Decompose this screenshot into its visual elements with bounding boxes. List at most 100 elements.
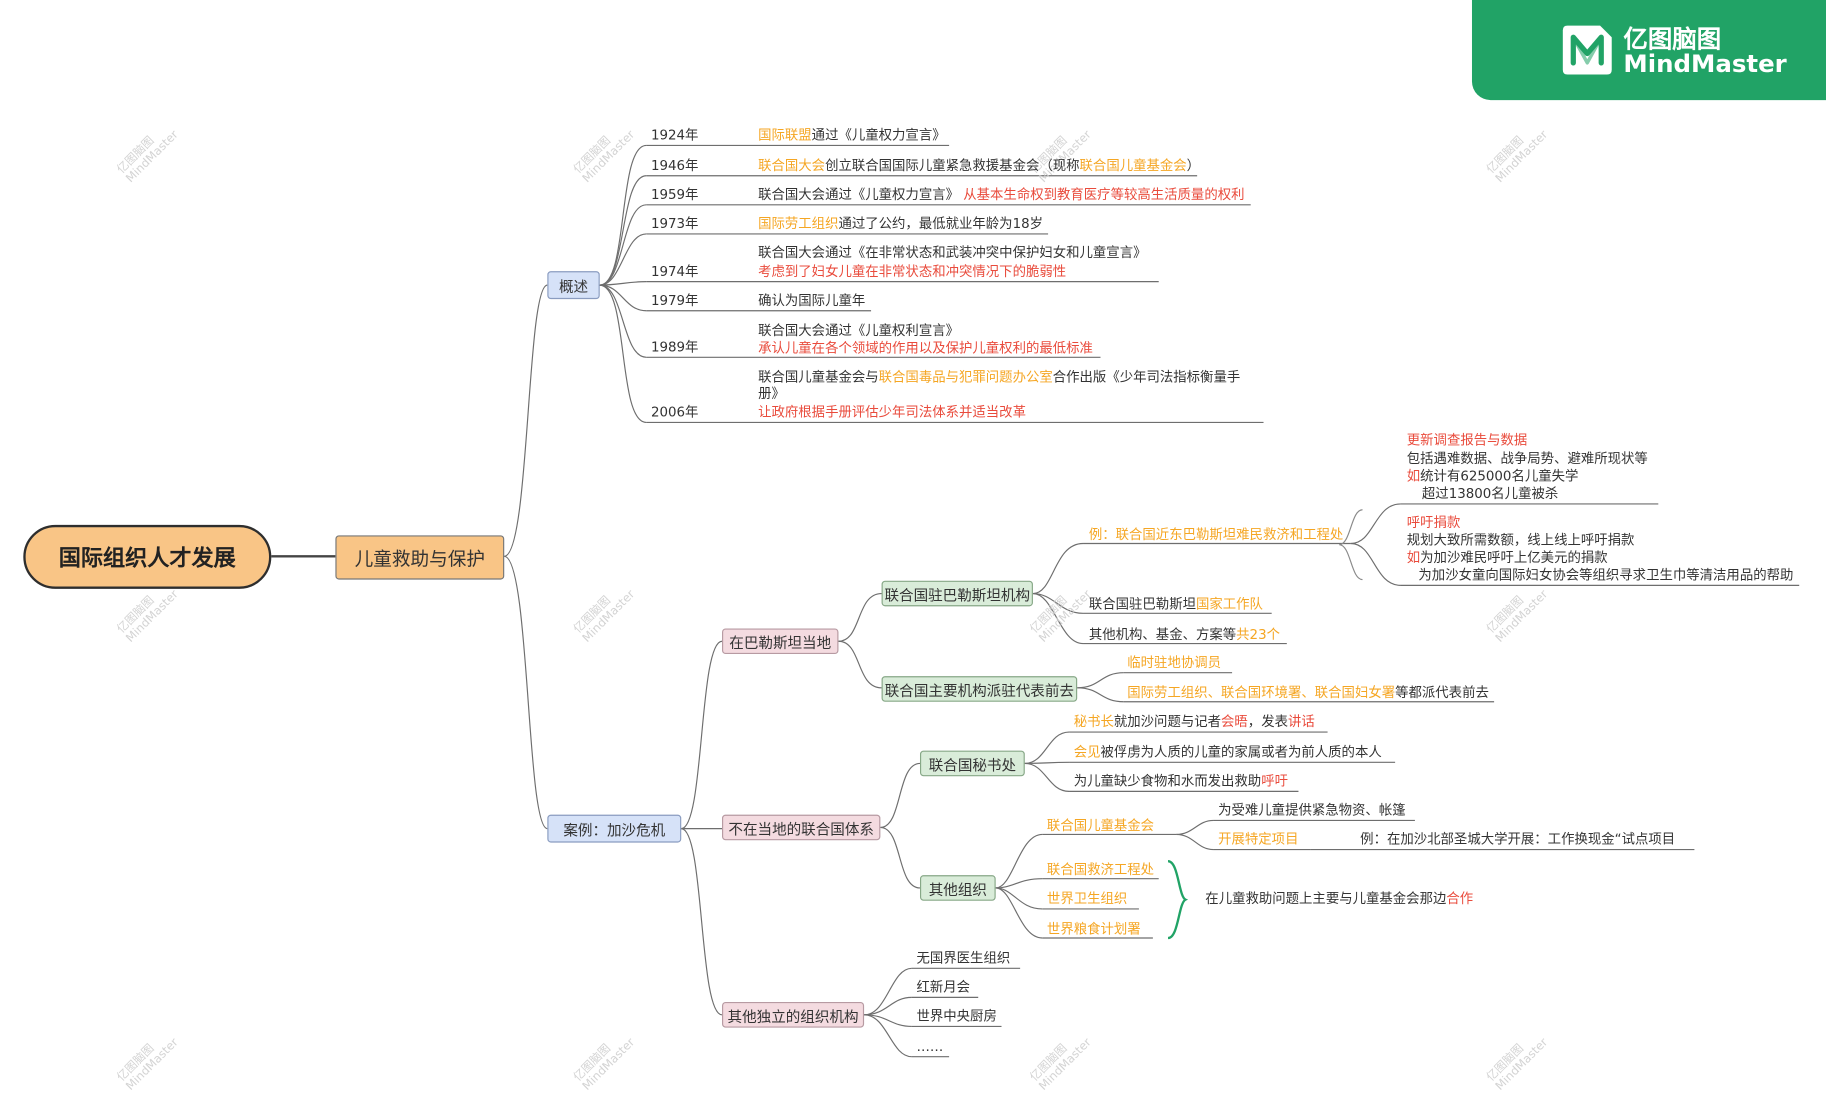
brand-name-cn: 亿图脑图 — [1623, 25, 1722, 54]
independent-node[interactable]: 其他独立的组织机构 — [722, 1002, 865, 1028]
text-run: 为受难儿童提供紧急物资、帐篷 — [1218, 801, 1406, 819]
group-org: 世界卫生组织 — [1047, 890, 1127, 906]
text-run: 其他机构、基金、方案等 — [1088, 626, 1237, 643]
unicef-projects: 开展特定项目 — [1218, 831, 1298, 847]
overview-event: 联合国大会通过《儿童权利宣言》 — [758, 322, 959, 338]
unicef-supply: 为受难儿童提供紧急物资、帐篷 — [1218, 802, 1405, 818]
group-org: 世界粮食计划署 — [1047, 921, 1141, 937]
text-run: 讲话 — [1287, 713, 1315, 730]
report-line: 超过13800名儿童被杀 — [1422, 485, 1558, 501]
unicef-example: 例：在加沙北部圣城大学开展：工作换现金“试点项目 — [1360, 831, 1675, 847]
text-run: 联合国儿童基金会 — [1079, 157, 1187, 174]
text-run: 从基本生命权到教育医疗等较高生活质量的权利 — [963, 186, 1245, 203]
text-run: 世界粮食计划署 — [1046, 920, 1141, 937]
text-run: 为加沙难民呼吁上亿美元的捐款 — [1420, 549, 1608, 566]
overview-event: 联合国儿童基金会与联合国毒品与犯罪问题办公室合作出版《少年司法指标衡量手册》 — [758, 369, 1253, 402]
root-topic[interactable]: 国际组织人才发展 — [23, 524, 272, 589]
text-run: 会见 — [1073, 743, 1101, 760]
text-run: 等都派代表前去 — [1395, 684, 1489, 701]
overview-year: 1979年 — [650, 292, 699, 309]
text-run: 联合国大会通过《儿童权力宣言》 — [758, 186, 964, 203]
case-node[interactable]: 案例：加沙危机 — [547, 814, 682, 843]
text-run: 呼吁 — [1261, 772, 1288, 790]
overview-year: 1924年 — [650, 126, 699, 144]
text-run: 让政府根据手册评估少年司法体系并适当改革 — [758, 403, 1026, 421]
text-run: 通过《儿童权力宣言》 — [811, 126, 946, 144]
independent-item: 无国界医生组织 — [916, 949, 1011, 966]
appeal-line: 如为加沙难民呼吁上亿美元的捐款 — [1407, 549, 1608, 565]
text-run: 联合国大会通过《在非常状态和武装冲突中保护妇女和儿童宣言》 — [758, 244, 1147, 261]
group-note: 在儿童救助问题上主要与儿童基金会那边合作 — [1205, 890, 1473, 906]
overview-year: 1974年 — [650, 263, 699, 280]
text-run: 超过13800名儿童被杀 — [1421, 485, 1559, 502]
text-run: 联合国大会通过《儿童权利宣言》 — [758, 322, 959, 339]
unicef-node[interactable]: 联合国儿童基金会 — [1046, 816, 1155, 834]
main-agencies-node[interactable]: 联合国主要机构派驻代表前去 — [881, 676, 1078, 702]
text-run: 世界卫生组织 — [1046, 890, 1128, 907]
overview-event: 联合国大会通过《儿童权力宣言》 从基本生命权到教育医疗等较高生活质量的权利 — [758, 186, 1244, 202]
text-run: 在儿童救助问题上主要与儿童基金会那边 — [1205, 890, 1447, 907]
secretariat-item: 秘书长就加沙问题与记者会晤，发表讲话 — [1074, 713, 1315, 729]
other-orgs-node[interactable]: 其他组织 — [919, 875, 996, 901]
unrwa-node[interactable]: 例：联合国近东巴勒斯坦难民救济和工程处 — [1088, 526, 1344, 543]
coordinator-node[interactable]: 临时驻地协调员 — [1127, 654, 1221, 670]
text-run: 为儿童缺少食物和水而发出救助 — [1073, 772, 1262, 790]
text-run: 联合国毒品与犯罪问题办公室 — [878, 368, 1053, 386]
country-team-node[interactable]: 联合国驻巴勒斯坦国家工作队 — [1089, 596, 1263, 612]
local-node[interactable]: 在巴勒斯坦当地 — [722, 628, 839, 655]
text-run: 联合国大会 — [758, 157, 826, 174]
overview-note: 让政府根据手册评估少年司法体系并适当改革 — [758, 404, 1026, 420]
secretariat-node[interactable]: 联合国秘书处 — [919, 750, 1025, 777]
overview-event: 国际联盟通过《儿童权力宣言》 — [758, 127, 945, 143]
group-org: 联合国救济工程处 — [1047, 861, 1154, 877]
independent-item: 世界中央厨房 — [916, 1007, 997, 1025]
text-run: 秘书长 — [1073, 713, 1114, 730]
report-line: 包括遇难数据、战争局势、避难所现状等 — [1407, 450, 1648, 466]
overview-event: 国际劳工组织通过了公约，最低就业年龄为18岁 — [758, 215, 1043, 231]
overview-note: 承认儿童在各个领域的作用以及保护儿童权利的最低标准 — [758, 340, 1093, 356]
overview-event: 联合国大会创立联合国国际儿童紧急救援基金会（现称联合国儿童基金会） — [758, 157, 1200, 173]
brand-badge: 亿图脑图 MindMaster — [1471, 0, 1826, 101]
overview-year: 1959年 — [650, 186, 699, 203]
text-run: 合作出版《少年司法指标衡量手册》 — [758, 368, 1241, 402]
secretariat-item: 为儿童缺少食物和水而发出救助呼吁 — [1074, 773, 1288, 789]
text-run: 合作 — [1446, 890, 1474, 907]
overview-year: 1946年 — [650, 157, 699, 174]
overview-year: 1973年 — [650, 215, 699, 232]
main-topic[interactable]: 儿童救助与保护 — [335, 535, 505, 580]
overview-node[interactable]: 概述 — [547, 271, 600, 300]
text-run: 开展特定项目 — [1218, 830, 1299, 848]
appeal-line: 为加沙女童向国际妇女协会等组织寻求卫生巾等清洁用品的帮助 — [1418, 567, 1793, 583]
text-run: 例：在加沙北部圣城大学开展：工作换现金“试点项目 — [1360, 830, 1676, 848]
overview-event: 联合国大会通过《在非常状态和武装冲突中保护妇女和儿童宣言》 — [758, 244, 1146, 260]
text-run: ） — [1186, 157, 1201, 174]
text-run: 国际劳工组织、联合国环境署、联合国妇女署 — [1127, 684, 1396, 701]
other-agencies-node[interactable]: 其他机构、基金、方案等共23个 — [1089, 626, 1280, 642]
report-line: 如统计有625000名儿童失学 — [1407, 468, 1579, 484]
text-run: 承认儿童在各个领域的作用以及保护儿童权利的最低标准 — [758, 339, 1093, 357]
text-run: 被俘虏为人质的儿童的家属或者为前人质的本人 — [1100, 743, 1382, 760]
overview-event: 确认为国际儿童年 — [758, 292, 865, 308]
overview-year: 1989年 — [650, 338, 699, 355]
overview-note: 考虑到了妇女儿童在非常状态和冲突情况下的脆弱性 — [758, 263, 1066, 279]
secretariat-item: 会见被俘虏为人质的儿童的家属或者为前人质的本人 — [1074, 744, 1382, 760]
overview-year: 2006年 — [650, 403, 699, 421]
agencies-node[interactable]: 国际劳工组织、联合国环境署、联合国妇女署等都派代表前去 — [1127, 684, 1489, 700]
text-run: 联合国儿童基金会与 — [758, 368, 879, 386]
text-run: 考虑到了妇女儿童在非常状态和冲突情况下的脆弱性 — [758, 263, 1067, 280]
mindmaster-logo-icon — [1562, 25, 1612, 75]
text-run: 联合国救济工程处 — [1046, 861, 1155, 878]
text-run: 国际劳工组织 — [758, 215, 839, 232]
text-run: 就加沙问题与记者 — [1113, 713, 1222, 730]
appeal-line: 规划大致所需数额，线上线上呼吁捐款 — [1407, 532, 1635, 548]
text-run: 联合国驻巴勒斯坦 — [1088, 595, 1196, 613]
text-run: 确认为国际儿童年 — [758, 292, 866, 309]
text-run: 统计有625000名儿童失学 — [1420, 467, 1579, 485]
text-run: 国际联盟 — [758, 126, 812, 144]
remote-node[interactable]: 不在当地的联合国体系 — [722, 814, 881, 841]
text-run: 共23个 — [1236, 626, 1280, 643]
palestine-office-node[interactable]: 联合国驻巴勒斯坦机构 — [881, 580, 1033, 607]
text-run: 创立联合国国际儿童紧急救援基金会（现称 — [825, 157, 1080, 174]
